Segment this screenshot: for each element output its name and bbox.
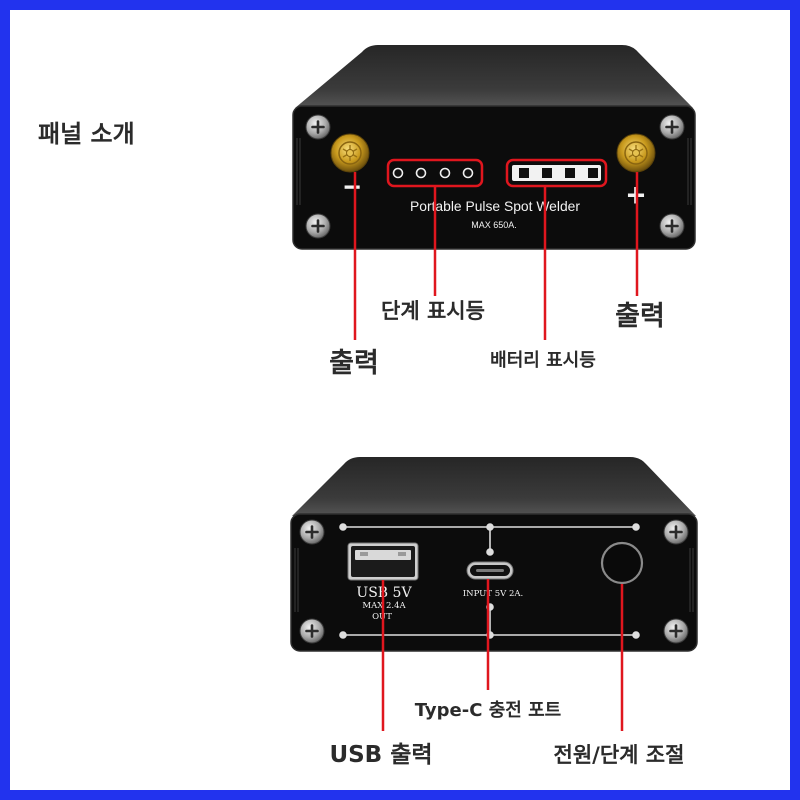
device-brand-text: Portable Pulse Spot Welder [410, 198, 580, 214]
typec-port [466, 561, 514, 580]
minus-sign: − [343, 171, 361, 204]
screw-icon [658, 212, 686, 240]
device-top-surface [295, 45, 693, 108]
label-usb-output: USB 출력 [329, 742, 432, 768]
screw-icon [662, 518, 690, 546]
front-panel-face [292, 105, 696, 250]
label-power-level: 전원/단계 조절 [554, 743, 685, 767]
positive-output-terminal [616, 133, 656, 173]
usb-label: USB 5V [356, 585, 412, 601]
device-top-surface [292, 457, 696, 516]
front-panel-device: − + Portable Pulse Spot Welder MAX 650A. [292, 45, 696, 250]
label-level-indicator: 단계 표시등 [381, 299, 485, 323]
battery-indicator-highlight [505, 158, 608, 188]
usb-port [347, 542, 419, 581]
screw-icon [298, 617, 326, 645]
back-panel-face [290, 513, 698, 652]
screw-icon [662, 617, 690, 645]
label-output-left: 출력 [329, 348, 379, 379]
level-indicator-leds [392, 167, 474, 179]
device-rating-text: MAX 650A. [471, 220, 517, 230]
screw-icon [304, 113, 332, 141]
label-output-right: 출력 [615, 301, 665, 332]
back-panel-device: USB 5V MAX 2.4A OUT INPUT 5V 2A. [290, 457, 698, 652]
panel-side-grooves [296, 138, 692, 205]
power-button [600, 541, 644, 585]
label-typec-port: Type-C 충전 포트 [415, 700, 561, 721]
screw-icon [298, 518, 326, 546]
negative-output-terminal [330, 133, 370, 173]
typec-input-label: INPUT 5V 2A. [463, 589, 523, 599]
label-battery-indicator: 배터리 표시등 [490, 350, 596, 371]
battery-indicator-bar [512, 165, 601, 181]
page-title: 패널 소개 [38, 120, 135, 148]
usb-max-label: MAX 2.4A [362, 601, 406, 611]
panel-side-grooves [294, 548, 694, 612]
screw-icon [304, 212, 332, 240]
screw-icon [658, 113, 686, 141]
